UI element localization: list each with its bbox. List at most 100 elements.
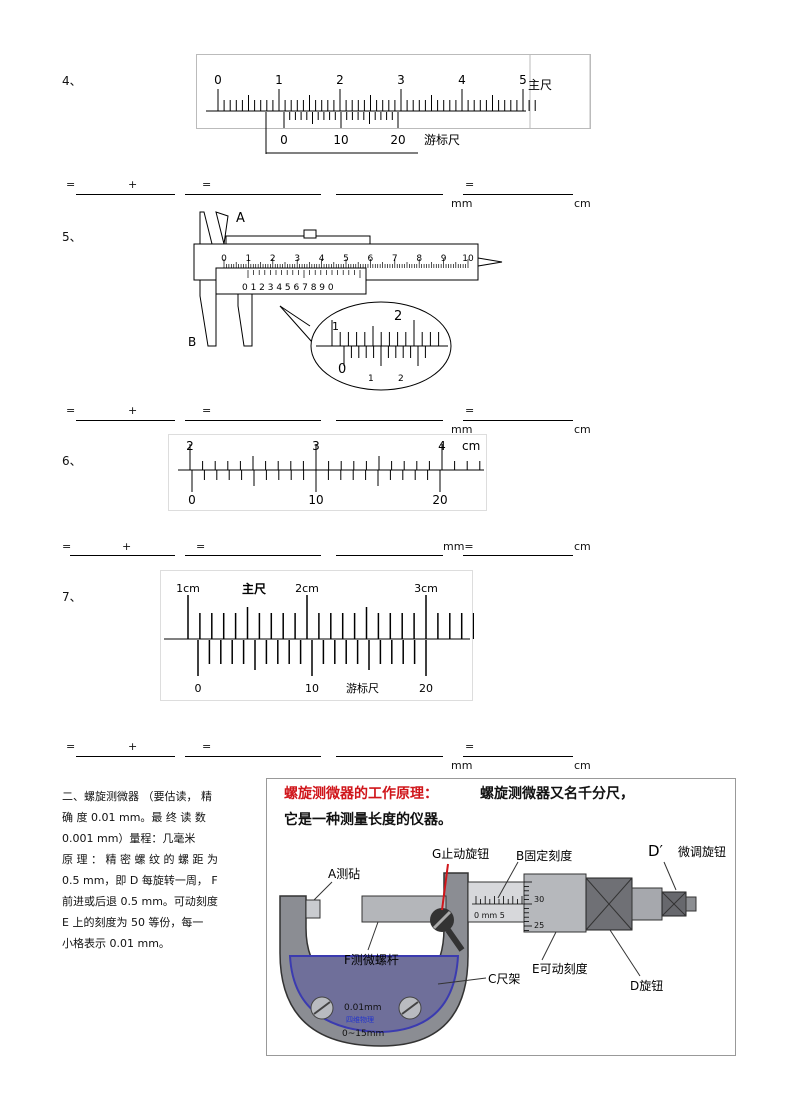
zoom-bottom-1: 1 xyxy=(368,374,374,384)
section-2-line: 前进或后退 0.5 mm。可动刻度 xyxy=(62,895,218,908)
main-scale-tick-label: 7 xyxy=(392,254,398,264)
unit-cm: cm xyxy=(574,197,591,210)
formula-equals-3: = xyxy=(465,404,475,417)
main-scale-label: 主尺 xyxy=(528,78,552,92)
main-scale-tick-label: 3 xyxy=(312,439,320,453)
formula-equals-2: = xyxy=(196,540,206,553)
vernier-scale-tick-label: 20 xyxy=(419,682,433,695)
section-2-text: 二、螺旋测微器 （要估读， 精 确 度 0.01 mm。最 终 读 数 0.00… xyxy=(62,786,282,954)
vernier-scale-tick-label: 0 xyxy=(195,682,202,695)
label-b-fixed-scale: B固定刻度 xyxy=(516,848,572,863)
main-scale-tick-label: 4 xyxy=(438,439,446,453)
vernier-scale-label: 游标尺 xyxy=(424,133,460,147)
vernier-scale-tick-label: 0 xyxy=(188,493,196,507)
label-d-prime-text: 微调旋钮 xyxy=(678,844,726,859)
label-d-prime: D′ xyxy=(648,842,664,860)
main-scale-tick-label: 3 xyxy=(397,73,405,87)
unit-mm: mm xyxy=(451,197,473,210)
main-scale-tick-label: 10 xyxy=(462,254,474,264)
unit-mm: mm xyxy=(451,759,473,772)
formula-equals: = xyxy=(66,404,76,417)
main-scale-tick-label: 3 xyxy=(294,254,300,264)
main-scale-tick-label: 0 xyxy=(221,254,227,264)
frame-text-range: 0~15mm xyxy=(342,1029,384,1039)
zoom-bottom-2: 2 xyxy=(398,374,404,384)
unit-cm: cm xyxy=(574,423,591,436)
unit-cm: cm xyxy=(574,540,591,553)
main-scale-tick-label: 9 xyxy=(441,254,447,264)
thimble xyxy=(523,873,587,933)
micrometer-title-line2: 它是一种测量长度的仪器。 xyxy=(284,811,452,828)
vernier-scale-tick-label: 20 xyxy=(432,493,447,507)
frame-text-precision: 0.01mm xyxy=(344,1003,382,1013)
formula-equals-3: = xyxy=(465,740,475,753)
main-scale-tick-label: 4 xyxy=(458,73,466,87)
formula-equals-2: = xyxy=(202,740,212,753)
vernier-scale-tick-label: 0 xyxy=(280,133,288,147)
main-scale-tick-label: 1 xyxy=(246,254,252,264)
formula-equals: = xyxy=(62,540,72,553)
vernier-caliper-figure-6: 2 3 4 0 10 20 cm xyxy=(168,434,487,511)
unit-label: cm xyxy=(462,439,480,453)
formula-plus: + xyxy=(128,178,138,191)
thimble-num-25: 25 xyxy=(534,921,544,930)
formula-plus: + xyxy=(128,404,138,417)
main-scale-tick-label: 5 xyxy=(343,254,349,264)
formula-equals: = xyxy=(66,740,76,753)
vernier-scale-label: 游标尺 xyxy=(346,681,379,695)
frame-text-brand: 四维物理 xyxy=(346,1015,374,1024)
main-scale-tick-label: 2 xyxy=(186,439,194,453)
section-2-line: 0.5 mm，即 D 每旋转一周， F xyxy=(62,874,218,887)
main-scale-tick-label: 6 xyxy=(368,254,374,264)
formula-plus: + xyxy=(122,540,132,553)
question-6-number: 6、 xyxy=(62,454,82,468)
micrometer-title-red: 螺旋测微器的工作原理： xyxy=(284,785,438,802)
vernier-caliper-figure-4: 0 1 2 3 4 5 主尺 0 10 20 游标尺 xyxy=(196,54,591,154)
main-scale-label: 主尺 xyxy=(242,581,266,596)
question-5-number: 5、 xyxy=(62,230,82,244)
label-a-anvil: A测砧 xyxy=(328,867,360,881)
main-scale-tick-label: 5 xyxy=(519,73,527,87)
formula-equals-2: = xyxy=(202,404,212,417)
label-f-spindle: F测微螺杆 xyxy=(344,953,399,967)
sleeve-scale-text: 0 mm 5 xyxy=(474,911,505,920)
micrometer-figure: 螺旋测微器的工作原理： 螺旋测微器又名千分尺， 它是一种测量长度的仪器。 0.0… xyxy=(266,778,736,1056)
unit-mm: mm xyxy=(451,423,473,436)
vernier-scale-tick-label: 10 xyxy=(308,493,323,507)
jaw-label-b: B xyxy=(188,335,196,349)
thimble-num-30: 30 xyxy=(534,895,544,904)
formula-equals-2: = xyxy=(202,178,212,191)
main-scale-tick-label: 8 xyxy=(416,254,422,264)
section-2-line: 二、螺旋测微器 （要估读， 精 xyxy=(62,790,212,803)
unit-mm: mm= xyxy=(443,540,474,553)
zoom-bottom-0: 0 xyxy=(338,362,346,377)
formula-equals: = xyxy=(66,178,76,191)
main-scale-tick-label: 0 xyxy=(214,73,222,87)
formula-equals-3: = xyxy=(465,178,475,191)
section-2-line: 原 理 ： 精 密 螺 纹 的 螺 距 为 xyxy=(62,853,218,866)
main-scale-tick-label: 2cm xyxy=(295,582,319,595)
main-scale-tick-label: 1cm xyxy=(176,582,200,595)
section-2-line: 确 度 0.01 mm。最 终 读 数 xyxy=(62,811,206,824)
jaw-label-a: A xyxy=(236,211,245,226)
main-scale-tick-label: 2 xyxy=(336,73,344,87)
main-scale-tick-label: 1 xyxy=(275,73,283,87)
vernier-tick-labels: 0 1 2 3 4 5 6 7 8 9 0 xyxy=(242,283,334,293)
vernier-scale-tick-label: 20 xyxy=(390,133,405,147)
anvil xyxy=(305,899,321,919)
zoom-top-2: 2 xyxy=(394,309,402,324)
section-2-line: E 上的刻度为 50 等份，每一 xyxy=(62,916,204,929)
formula-plus: + xyxy=(128,740,138,753)
question-4-number: 4、 xyxy=(62,74,82,88)
main-scale-tick-label: 4 xyxy=(319,254,325,264)
unit-cm: cm xyxy=(574,759,591,772)
main-scale-tick-label: 2 xyxy=(270,254,276,264)
label-g-lock-knob: G止动旋钮 xyxy=(432,846,489,861)
label-e-thimble-scale: E可动刻度 xyxy=(532,961,588,976)
section-2-line: 0.001 mm）量程：几毫米 xyxy=(62,832,196,845)
question-7-number: 7、 xyxy=(62,590,82,604)
label-d-knob: D旋钮 xyxy=(630,978,663,993)
vernier-scale-tick-label: 10 xyxy=(333,133,348,147)
